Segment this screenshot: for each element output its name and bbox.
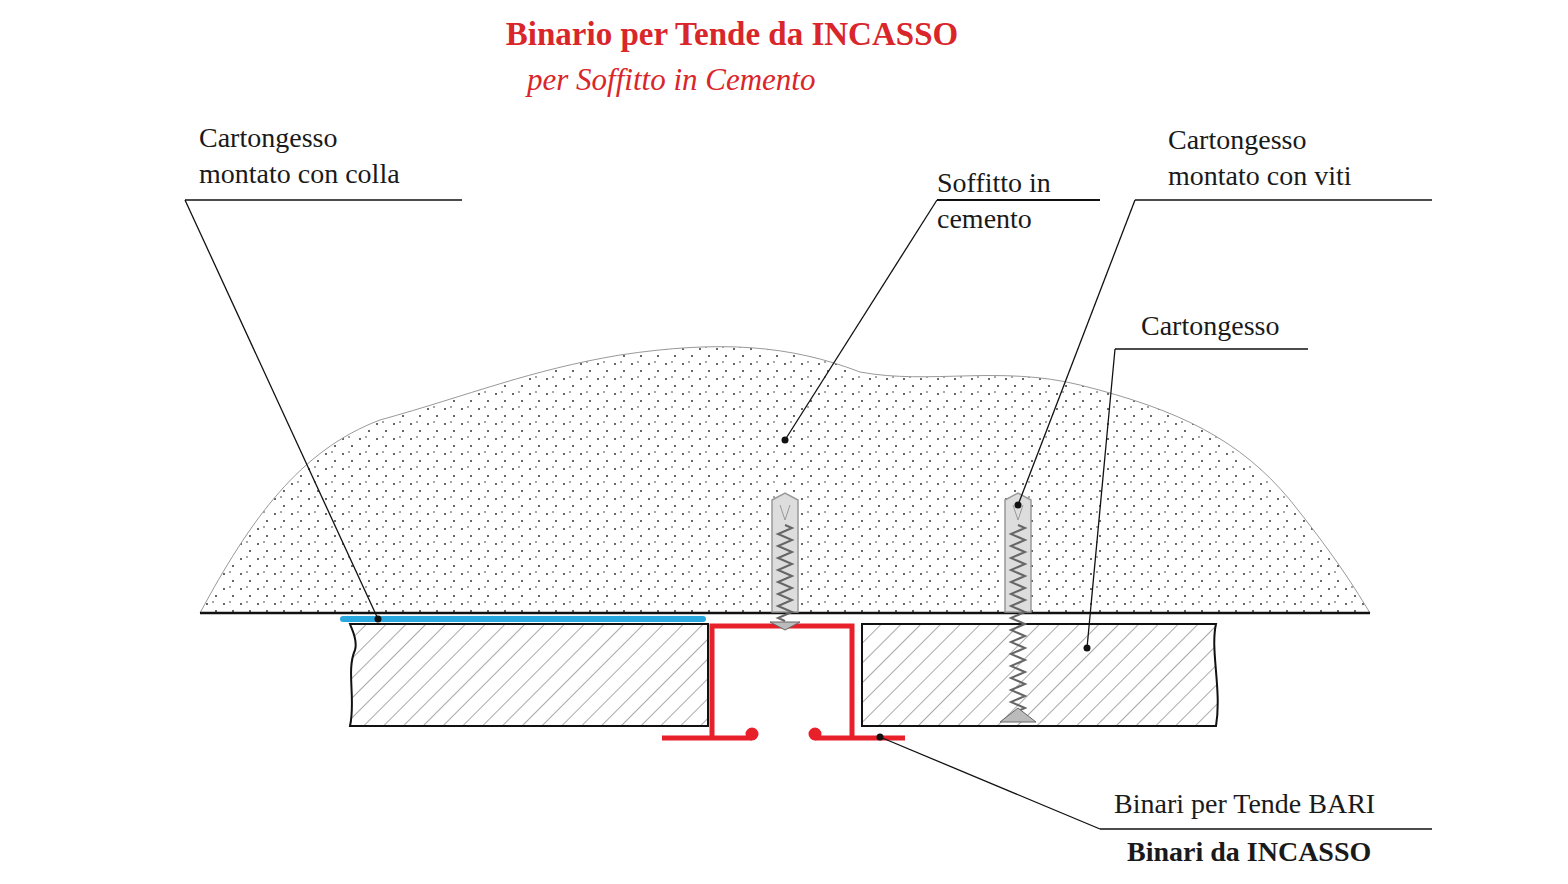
callout-label: Cartongesso montato con viti <box>1168 122 1398 194</box>
subtitle: per Soffitto in Cemento <box>527 62 815 98</box>
curtain-rail <box>662 626 905 738</box>
title: Binario per Tende da INCASSO <box>506 14 958 54</box>
glue-layer <box>343 616 703 622</box>
anchor-screw-rail <box>770 493 800 630</box>
callout-label: Cartongesso montato con colla <box>199 120 429 192</box>
callout-label: Binari da INCASSO <box>1127 834 1371 870</box>
callout-label: Soffitto in cemento <box>937 165 1097 237</box>
leader-lines <box>185 200 1432 829</box>
callout-label: Cartongesso <box>1141 308 1279 344</box>
anchor-screw-board <box>1000 493 1036 722</box>
callout-label: Binari per Tende BARI <box>1114 786 1375 822</box>
plasterboard-left <box>350 624 708 726</box>
plasterboard-right <box>862 624 1218 726</box>
